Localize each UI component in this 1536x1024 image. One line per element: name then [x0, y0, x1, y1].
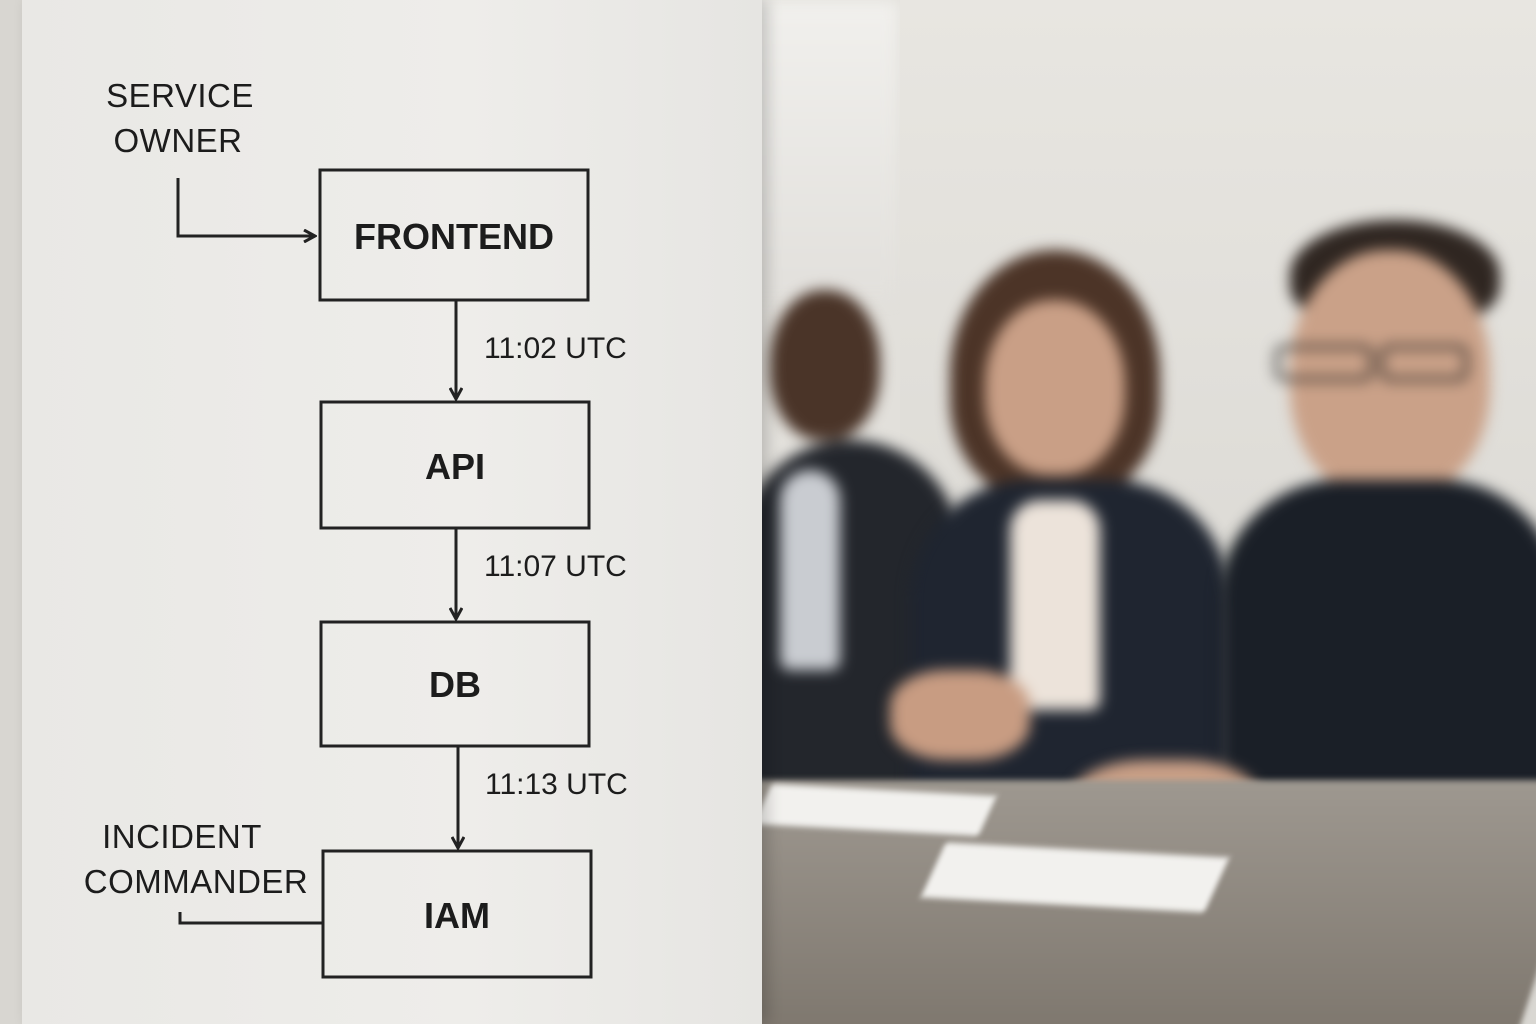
role-incident-commander: INCIDENT COMMANDER: [84, 818, 323, 925]
node-iam: IAM: [321, 849, 593, 979]
node-iam-label: IAM: [424, 895, 490, 936]
edge-api-db-label: 11:07 UTC: [484, 550, 627, 583]
node-api: API: [319, 400, 591, 530]
whiteboard-poster: FRONTEND API DB IAM 11:02 UTC 11:07 UTC …: [22, 0, 762, 1024]
escalation-flow-diagram: FRONTEND API DB IAM 11:02 UTC 11:07 UTC …: [84, 77, 628, 979]
person-right: [1070, 220, 1536, 860]
role-service-owner-line1: SERVICE: [106, 77, 254, 114]
role-incident-commander-line2: COMMANDER: [84, 863, 309, 900]
node-db-label: DB: [429, 664, 481, 705]
role-incident-commander-line1: INCIDENT: [102, 818, 262, 855]
window-light: [740, 0, 900, 300]
edge-frontend-api: 11:02 UTC: [456, 300, 627, 399]
role-service-owner: SERVICE OWNER: [106, 77, 315, 236]
edge-frontend-api-label: 11:02 UTC: [484, 332, 627, 365]
node-frontend: FRONTEND: [318, 168, 590, 302]
role-incident-commander-connector: [178, 912, 323, 925]
edge-db-iam-label: 11:13 UTC: [485, 768, 628, 801]
role-service-owner-line2: OWNER: [114, 122, 243, 159]
edge-api-db: 11:07 UTC: [456, 528, 627, 619]
node-db: DB: [319, 620, 591, 748]
person-center: [890, 250, 1240, 810]
node-frontend-label: FRONTEND: [354, 216, 554, 257]
role-service-owner-arrow: [176, 178, 315, 236]
edge-db-iam: 11:13 UTC: [458, 746, 628, 848]
node-api-label: API: [425, 446, 485, 487]
